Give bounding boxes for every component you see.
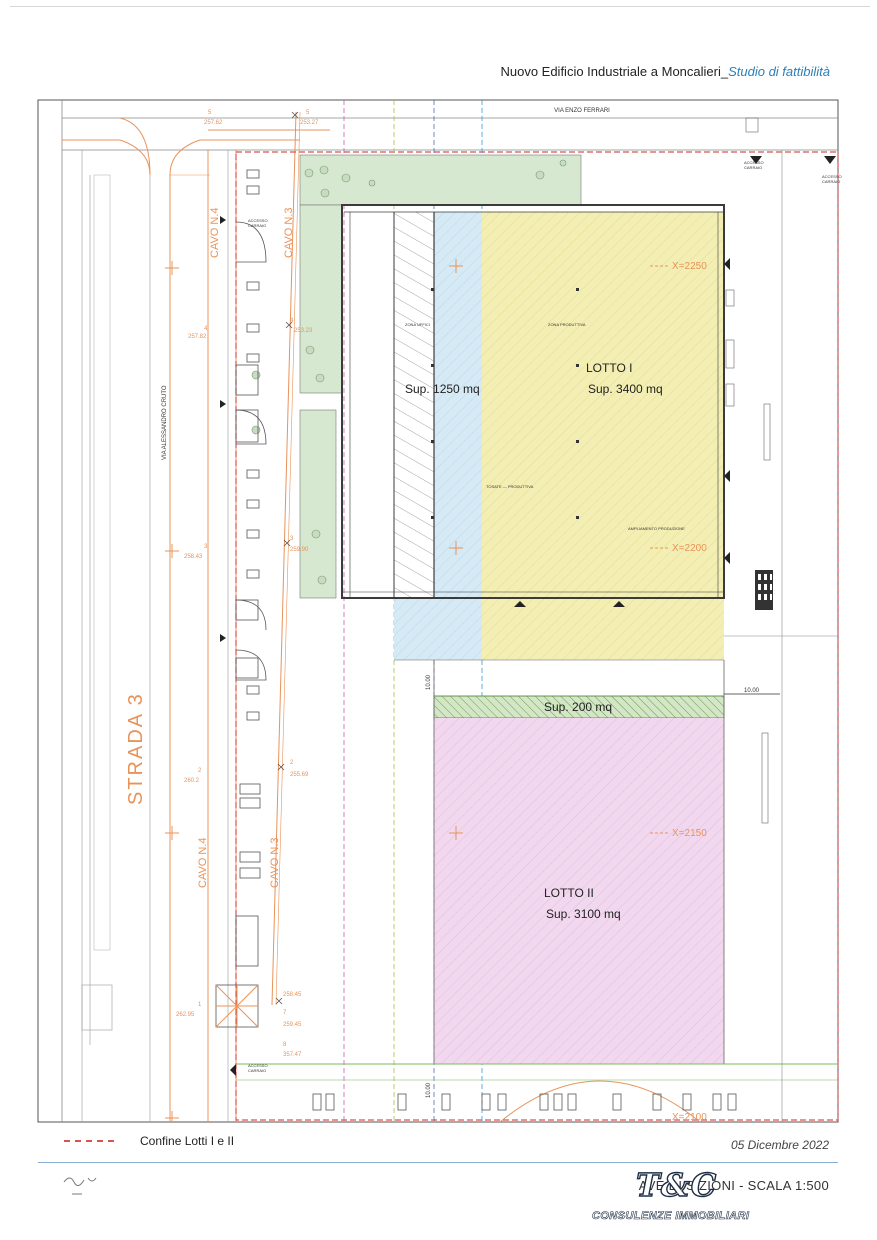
logo-tc: T&C [635, 1165, 718, 1204]
arrow-icon [230, 1064, 236, 1076]
legend: Confine Lotti I e II [64, 1134, 234, 1148]
elev-4b-id: 4 [290, 318, 294, 324]
green-area-left-upper [299, 204, 343, 394]
dim-10-mid: 10.00 [426, 674, 432, 690]
arrow-icon [514, 601, 526, 607]
accesso-label-bottom: ACCESSO [248, 1063, 268, 1068]
lotto2-area [434, 718, 724, 1064]
cavo-n3-top: CAVO N.3 [283, 207, 295, 258]
arrow-icon [724, 552, 730, 564]
carraio-label-bottom: CARRAIO [248, 1068, 266, 1073]
arrow-icon [220, 634, 226, 642]
carraio-label-right: CARRAIO [744, 165, 762, 170]
document-title: Nuovo Edificio Industriale a Moncalieri_… [470, 64, 830, 79]
document-date: 05 Dicembre 2022 [730, 1138, 829, 1152]
cavo-n4-top: CAVO N.4 [209, 207, 221, 258]
elev-8: 357.47 [283, 1052, 302, 1058]
cavo-n4-bottom: CAVO N.4 [197, 837, 209, 888]
elev-3b-id: 3 [290, 536, 294, 542]
arrow-icon [724, 470, 730, 482]
lotto2-sup: Sup. 3100 mq [546, 907, 621, 921]
arrow-icon [724, 258, 730, 270]
elev-3a: 258.43 [184, 554, 203, 560]
dim-10-bottom: 10.00 [426, 1082, 432, 1098]
elev-8-id: 8 [283, 1042, 287, 1048]
x2150-label: X=2150 [672, 828, 707, 839]
logo-subtitle: CONSULENZE IMMOBILIARI [592, 1210, 750, 1223]
arrow-icon [220, 400, 226, 408]
elev-1-id: 1 [198, 1002, 202, 1008]
lotto1-area [482, 212, 724, 660]
zona-produttiva-label: ZONA PRODUTTIVA [548, 322, 586, 327]
area-200-label: Sup. 200 mq [544, 700, 612, 714]
elev-2a-id: 2 [198, 768, 202, 774]
lotto1-name: LOTTO I [586, 361, 632, 375]
lotto1-sup: Sup. 3400 mq [588, 382, 663, 396]
title-main: Nuovo Edificio Industriale a Moncalieri_ [500, 64, 729, 79]
elev-7b-id: 7 [283, 1010, 287, 1016]
lotto2-name: LOTTO II [544, 886, 594, 900]
area-1250-label: Sup. 1250 mq [405, 382, 480, 396]
legend-dash [64, 1140, 114, 1142]
elev-2b-id: 2 [290, 760, 294, 766]
carraio-label-far: CARRAIO [822, 179, 840, 184]
elev-2b: 255.69 [290, 772, 309, 778]
zona-uffici-label: ZONA UFFICI [405, 322, 430, 327]
arrow-icon [824, 156, 836, 164]
elev-3a-id: 3 [204, 544, 208, 550]
drawing-frame [37, 99, 839, 1123]
elev-3b: 259.90 [290, 547, 309, 553]
accesso-label-right: ACCESSO [744, 160, 764, 165]
accesso-label-far: ACCESSO [822, 174, 842, 179]
arrow-icon [613, 601, 625, 607]
elev-5b-id: 5 [306, 110, 310, 116]
arrow-icon [220, 216, 226, 224]
elev-5a: 257.62 [204, 120, 223, 126]
elev-7a: 258.45 [283, 992, 302, 998]
strada-label: STRADA 3 [125, 692, 147, 805]
legend-label: Confine Lotti I e II [140, 1134, 235, 1148]
cavo-n3-bottom: CAVO N.3 [269, 837, 281, 888]
arrow-icon [750, 156, 762, 164]
accesso-label: ACCESSO [248, 218, 268, 223]
elev-4a-id: 4 [204, 326, 208, 332]
signature-icon [63, 1177, 97, 1195]
green-area-left-lower [299, 409, 337, 599]
elev-5b: 253.27 [300, 120, 319, 126]
building-outline [341, 204, 725, 599]
area-prod-label: TOSATE — PRODUTTIVA [486, 484, 534, 489]
elev-4b: 253.23 [294, 328, 313, 334]
carraio-label: CARRAIO [248, 223, 266, 228]
x2100-label: X=2100 [672, 1112, 707, 1123]
top-rule [10, 6, 870, 7]
elev-2a: 260.2 [184, 778, 200, 784]
impianti-label: AMPLIAMENTO PRODUZIONE [628, 526, 685, 531]
substation [215, 984, 259, 1028]
x2250-label: X=2250 [672, 261, 707, 272]
scale-label: AVE DI SIZIONI - SCALA 1:500 [638, 1178, 829, 1193]
footer-rule [38, 1162, 838, 1163]
elev-1: 262.95 [176, 1012, 195, 1018]
green-area-top [299, 154, 582, 206]
elev-7b: 259.45 [283, 1022, 302, 1028]
company-logo: T&C CONSULENZE IMMOBILIARI [592, 1165, 782, 1230]
street-left-label: VIA ALESSANDRO CRUTO [162, 385, 168, 460]
elev-5a-id: 5 [208, 110, 212, 116]
elev-4a: 257.82 [188, 334, 207, 340]
street-top-label: VIA ENZO FERRARI [554, 108, 610, 114]
title-subtitle: Studio di fattibilità [728, 64, 830, 79]
dim-10-right: 10.00 [744, 688, 760, 694]
x2200-label: X=2200 [672, 543, 707, 554]
